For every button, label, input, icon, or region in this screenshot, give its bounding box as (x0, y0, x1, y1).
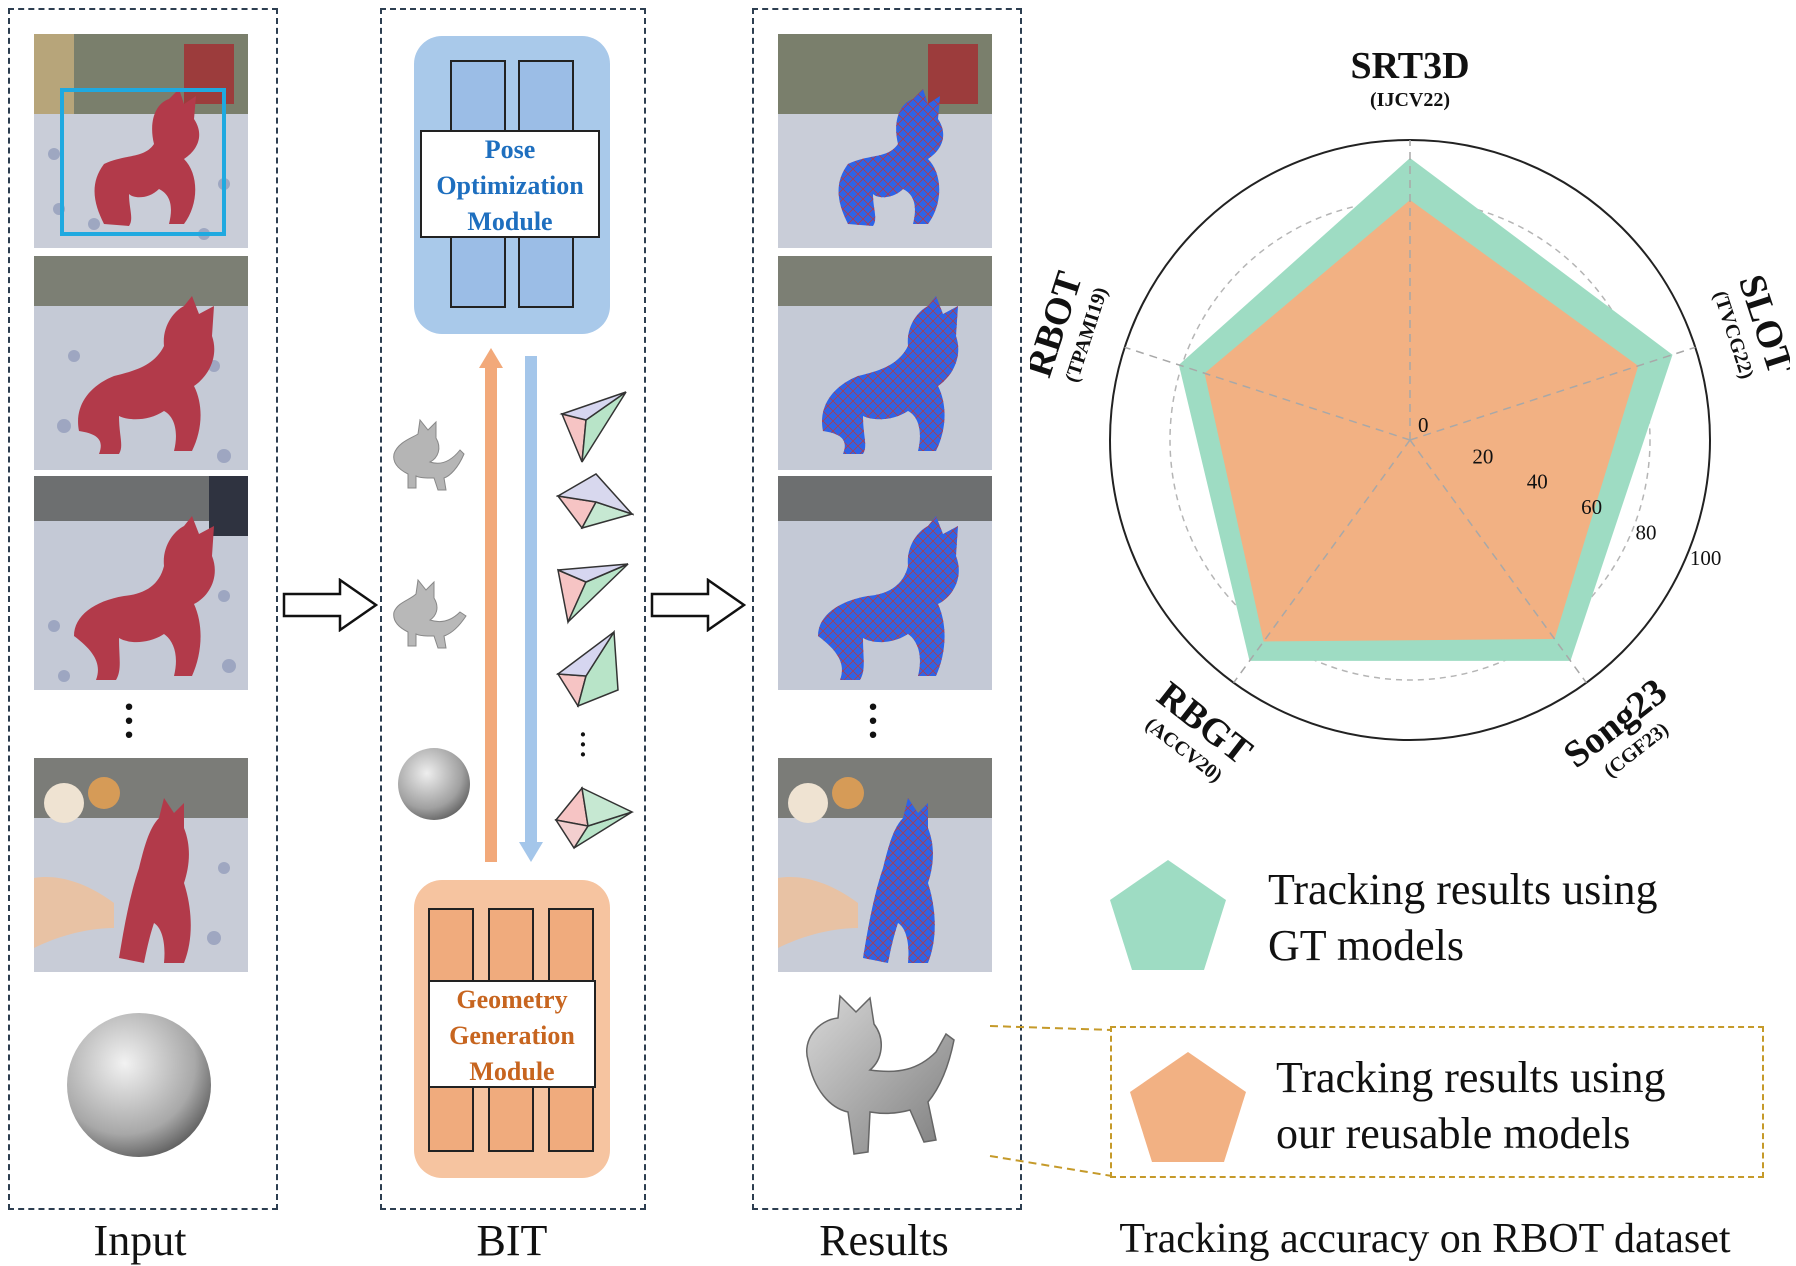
reconstructed-cat-model-icon (788, 990, 988, 1175)
legend-gt-line-1: Tracking results using (1268, 865, 1658, 914)
radar-tick-label: 0 (1418, 413, 1429, 437)
input-frame-4 (34, 758, 248, 972)
legend-ours-swatch (1126, 1048, 1250, 1171)
pose-module-line-3: Module (467, 207, 553, 236)
sphere-shape-icon (396, 746, 472, 827)
results-caption: Results (819, 1216, 949, 1265)
input-frame-2 (34, 256, 248, 470)
bit-panel (380, 8, 646, 1210)
radar-axis-label-slot: SLOT(TVCG22) (1709, 270, 1790, 382)
legend-connector-lines (989, 1025, 1113, 1177)
radar-spoke (1409, 439, 1587, 684)
radar-tick-label: 80 (1636, 520, 1657, 544)
pose-module-line-2: Optimization (436, 171, 584, 200)
camera-pose-icon-2 (555, 472, 635, 539)
geometry-module-line-3: Module (469, 1057, 555, 1086)
geometry-module-line-2: Generation (449, 1021, 575, 1050)
axis-name: SRT3D (1350, 45, 1469, 87)
radar-axis-label-srt3d: SRT3D(IJCV22) (1350, 45, 1469, 111)
axis-venue: (IJCV22) (1370, 89, 1450, 111)
results-panel (752, 8, 1022, 1210)
camera-pose-icon-4 (555, 629, 622, 715)
series-ours-area (1204, 200, 1639, 642)
flow-arrow-1 (282, 577, 379, 637)
legend-gt-line-2: GT models (1268, 921, 1464, 970)
sphere-template-icon (64, 1010, 214, 1165)
geometry-module-line-1: Geometry (456, 985, 568, 1014)
legend-gt-label: Tracking results using GT models (1268, 862, 1788, 974)
bit-caption: BIT (476, 1216, 548, 1265)
radar-tick-label: 100 (1690, 546, 1722, 570)
input-caption: Input (93, 1216, 187, 1265)
geometry-to-pose-arrow (478, 348, 504, 867)
radar-tick-label: 60 (1581, 495, 1602, 519)
legend-ours-line-2: our reusable models (1276, 1109, 1631, 1158)
legend-ours-box (1110, 1026, 1764, 1178)
legend-ours-label: Tracking results using our reusable mode… (1276, 1050, 1756, 1162)
accuracy-caption: Tracking accuracy on RBOT dataset (1119, 1216, 1731, 1262)
flow-arrow-2 (650, 577, 747, 637)
result-frame-2 (778, 256, 992, 470)
bit-ellipsis: ··· (578, 720, 588, 769)
camera-pose-icon-3 (556, 562, 630, 631)
results-ellipsis: ··· (866, 684, 880, 757)
radar-axis-label-rbgt: RBGT(ACCV20) (1141, 674, 1260, 787)
pose-optimization-module: Pose Optimization Module (414, 36, 610, 334)
legend-gt-swatch (1106, 856, 1230, 979)
result-frame-3 (778, 476, 992, 690)
radar-tick-label: 20 (1472, 444, 1493, 468)
radar-spoke (1233, 439, 1411, 684)
result-frame-4 (778, 758, 992, 972)
result-frame-1 (778, 34, 992, 248)
radar-axis-label-rbot: RBOT(TPAMI19) (1030, 267, 1112, 385)
geometry-generation-module: Geometry Generation Module (414, 880, 610, 1178)
cat-shape-icon-2 (386, 572, 476, 657)
camera-pose-icon-1 (556, 390, 630, 469)
radar-grid-ring (1169, 199, 1651, 681)
radar-tick-label: 40 (1527, 470, 1548, 494)
legend-ours-line-1: Tracking results using (1276, 1053, 1666, 1102)
pose-to-geometry-arrow (518, 356, 544, 869)
cat-shape-icon-1 (384, 414, 474, 499)
input-panel (8, 8, 278, 1210)
input-frame-1 (34, 34, 248, 248)
pose-module-line-1: Pose (484, 135, 536, 164)
input-frame-3 (34, 476, 248, 690)
camera-pose-icon-5 (554, 786, 635, 855)
input-ellipsis: ··· (122, 684, 136, 757)
